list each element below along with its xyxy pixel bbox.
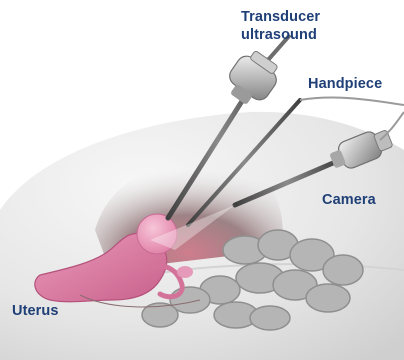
- transducer-ultrasound-label: Transducer ultrasound: [241, 8, 320, 44]
- transducer-label-line2: ultrasound: [241, 26, 320, 44]
- uterus-label: Uterus: [12, 302, 59, 320]
- handpiece-label: Handpiece: [308, 75, 382, 93]
- camera-label: Camera: [322, 191, 376, 209]
- transducer-label-line1: Transducer: [241, 8, 320, 26]
